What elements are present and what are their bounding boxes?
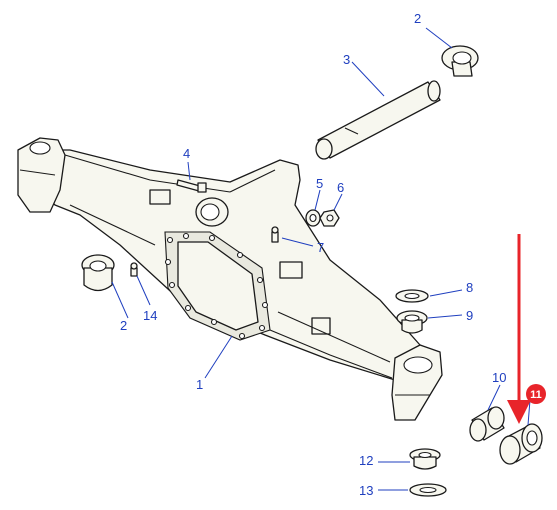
highlight-arrow <box>507 234 531 424</box>
part-5-washer <box>305 209 321 227</box>
part-8-thrust-washer <box>395 289 429 303</box>
callout-11-badge: 11 <box>526 384 546 404</box>
callout-7: 7 <box>317 240 324 255</box>
part-2-bushing-left <box>81 254 115 292</box>
part-12-flanged-bush <box>409 448 441 470</box>
callout-6: 6 <box>337 180 344 195</box>
callout-14: 14 <box>143 308 157 323</box>
part-7-grease-nipple <box>271 226 279 243</box>
part-14-grease-nipple <box>130 262 138 277</box>
leader-lines <box>111 27 531 491</box>
callout-2-top: 2 <box>414 11 421 26</box>
callout-8: 8 <box>466 280 473 295</box>
callout-3: 3 <box>343 52 350 67</box>
part-9-flanged-bush <box>396 310 428 334</box>
part-13-washer <box>409 483 447 497</box>
callout-13: 13 <box>359 483 373 498</box>
part-4-bolt <box>176 179 207 193</box>
callout-1: 1 <box>196 377 203 392</box>
callout-4: 4 <box>183 146 190 161</box>
callout-9: 9 <box>466 308 473 323</box>
callout-labels: 2 3 4 5 6 7 2 14 1 8 9 10 12 13 <box>120 11 506 498</box>
part-10-sleeve <box>469 406 505 442</box>
part-6-nut <box>319 209 340 227</box>
part-11-bush <box>499 423 543 465</box>
callout-10: 10 <box>492 370 506 385</box>
part-2-flanged-bushing-top <box>441 45 479 77</box>
part-3-pivot-pin <box>315 80 441 160</box>
callout-11: 11 <box>530 389 542 401</box>
callout-12: 12 <box>359 453 373 468</box>
callout-2-left: 2 <box>120 318 127 333</box>
axle-housing <box>17 137 443 421</box>
callout-5: 5 <box>316 176 323 191</box>
